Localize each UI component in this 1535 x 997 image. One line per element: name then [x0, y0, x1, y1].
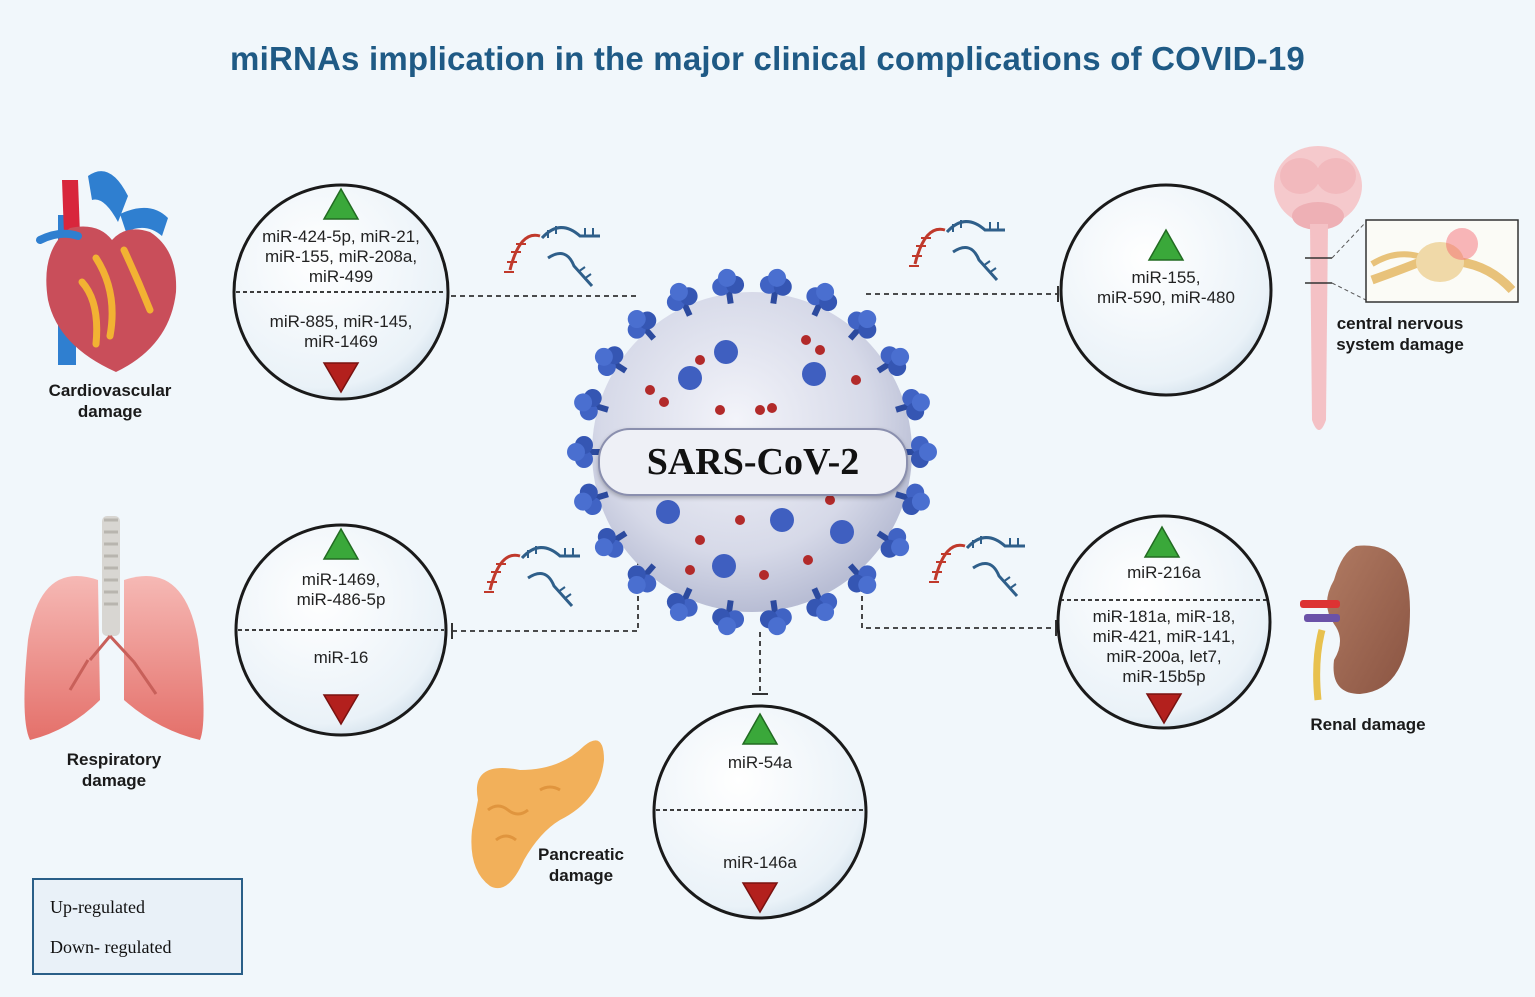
renal-down-mirnas: miR-181a, miR-18, miR-421, miR-141, miR-… [1092, 607, 1236, 686]
down-arrow-icon [322, 694, 360, 726]
renal-label: Renal damage [1310, 715, 1426, 734]
cns-label: central nervous system damage [1336, 314, 1464, 354]
legend-up-label: Up-regulated [50, 897, 145, 917]
kidney-icon [1300, 545, 1410, 701]
down-arrow-icon [322, 362, 360, 394]
bubble-respiratory [234, 523, 448, 737]
bubble-pancreatic [652, 704, 868, 920]
bubble-cns [1059, 183, 1273, 397]
bubble-cardiovascular [232, 183, 450, 401]
brain-spinal-cord-icon [1274, 146, 1519, 430]
respiratory-label: Respiratory damage [66, 750, 162, 790]
up-arrow-icon [1147, 228, 1185, 261]
pancreas-icon [471, 740, 604, 889]
rna-icon [504, 226, 600, 288]
pancreatic-up-mirnas: miR-54a [727, 753, 793, 772]
respiratory-up-mirnas: miR-1469, miR-486-5p [296, 570, 386, 609]
lungs-icon [24, 516, 204, 740]
up-arrow-icon [322, 527, 360, 560]
pancreatic-down-mirnas: miR-146a [723, 853, 797, 872]
up-arrow-icon [322, 187, 360, 220]
respiratory-down-mirnas: miR-16 [313, 648, 369, 667]
legend-down-label: Down- regulated [50, 937, 172, 957]
rna-icon [927, 534, 1027, 598]
page-title: miRNAs implication in the major clinical… [230, 40, 1305, 77]
cardiovascular-up-mirnas: miR-424-5p, miR-21, miR-155, miR-208a, m… [262, 227, 420, 286]
up-arrow-icon [741, 712, 779, 745]
renal-up-mirnas: miR-216a [1127, 563, 1201, 582]
heart-icon [36, 171, 177, 372]
virus-label: SARS-CoV-2 [598, 428, 908, 496]
down-arrow-icon [1145, 693, 1183, 725]
up-arrow-icon [1143, 525, 1181, 558]
cardiovascular-down-mirnas: miR-885, miR-145, miR-1469 [269, 312, 413, 351]
down-arrow-icon [741, 882, 779, 914]
cardiovascular-label: Cardiovascular damage [48, 381, 172, 421]
legend: Up-regulated Down- regulated [32, 878, 243, 975]
rna-icon [907, 218, 1007, 282]
rna-icon [482, 544, 582, 608]
cns-up-mirnas: miR-155, miR-590, miR-480 [1097, 268, 1235, 307]
pancreatic-label: Pancreatic damage [538, 845, 624, 885]
bubble-renal [1056, 514, 1272, 730]
